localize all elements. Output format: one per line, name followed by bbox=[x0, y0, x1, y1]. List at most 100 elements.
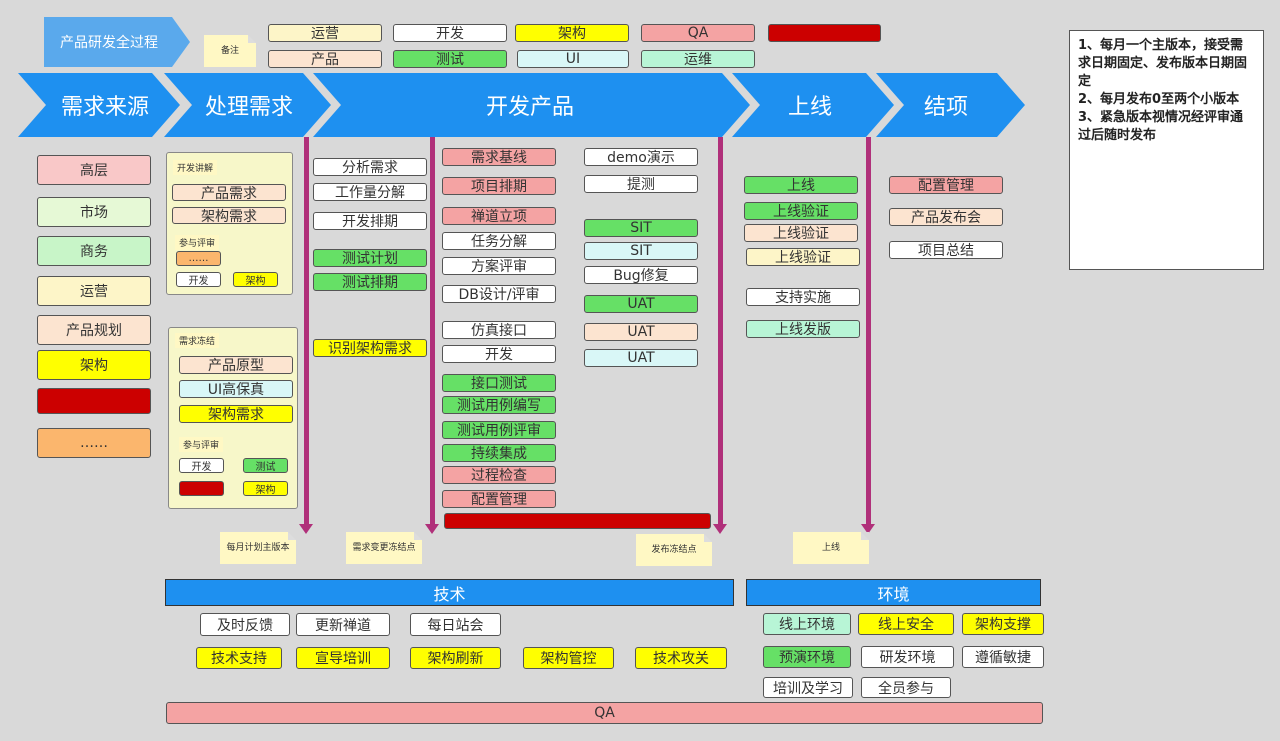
dev-task: 过程检查 bbox=[442, 466, 556, 484]
env-item: 全员参与 bbox=[861, 677, 951, 698]
legend-item bbox=[768, 24, 881, 42]
reviewer-item: 测试 bbox=[243, 458, 288, 473]
dev-task: 方案评审 bbox=[442, 257, 556, 275]
release-rules-notes: 1、每月一个主版本，接受需求日期固定、发布版本日期固定 2、每月发布0至两个小版… bbox=[1069, 30, 1264, 270]
tech-item: 更新禅道 bbox=[296, 613, 390, 636]
note-line: 3、紧急版本视情况经评审通过后随时发布 bbox=[1078, 110, 1244, 143]
dev-task: 仿真接口 bbox=[442, 321, 556, 339]
dev-task: 禅道立项 bbox=[442, 207, 556, 225]
source-item: 产品规划 bbox=[37, 315, 151, 345]
test-task: SIT bbox=[584, 219, 698, 237]
dev-task: 需求基线 bbox=[442, 148, 556, 166]
dev-task: 任务分解 bbox=[442, 232, 556, 250]
milestone-line bbox=[430, 137, 435, 525]
legend-item: QA bbox=[641, 24, 755, 42]
legend-item: 运营 bbox=[268, 24, 382, 42]
milestone-note: 发布冻结点 bbox=[636, 534, 712, 566]
env-item: 培训及学习 bbox=[763, 677, 853, 698]
tech-bar: 技术 bbox=[165, 579, 734, 606]
legend-item: 产品 bbox=[268, 50, 382, 68]
dev-task: 开发 bbox=[442, 345, 556, 363]
note-line: 1、每月一个主版本，接受需求日期固定、发布版本日期固定 bbox=[1078, 38, 1248, 89]
dev-task: 测试排期 bbox=[313, 273, 427, 291]
test-task: Bug修复 bbox=[584, 266, 698, 284]
closing-task: 配置管理 bbox=[889, 176, 1003, 194]
dev-task: 项目排期 bbox=[442, 177, 556, 195]
launch-task: 支持实施 bbox=[746, 288, 860, 306]
milestone-arrowhead bbox=[299, 524, 313, 534]
reviewer-item: 架构 bbox=[243, 481, 288, 496]
legend-item: 运维 bbox=[641, 50, 755, 68]
panel-item: UI高保真 bbox=[179, 380, 293, 398]
env-item: 线上安全 bbox=[858, 613, 954, 635]
panel-tag: 参与评审 bbox=[179, 437, 224, 452]
dev-task: 分析需求 bbox=[313, 158, 427, 176]
tech-item: 及时反馈 bbox=[200, 613, 290, 636]
env-item: 架构支撑 bbox=[962, 613, 1044, 635]
dev-task bbox=[444, 513, 711, 529]
panel-tag: 开发讲解 bbox=[173, 160, 218, 175]
source-item: 市场 bbox=[37, 197, 151, 227]
stage-arrows bbox=[18, 73, 1025, 137]
dev-task: 配置管理 bbox=[442, 490, 556, 508]
source-item: 高层 bbox=[37, 155, 151, 185]
test-task: UAT bbox=[584, 349, 698, 367]
stage-process-demand: 处理需求 bbox=[204, 95, 293, 120]
source-item bbox=[37, 388, 151, 414]
reviewer-item bbox=[179, 481, 224, 496]
milestone-line bbox=[866, 137, 871, 525]
env-item: 研发环境 bbox=[861, 646, 954, 668]
test-task: UAT bbox=[584, 295, 698, 313]
panel-item: 产品原型 bbox=[179, 356, 293, 374]
launch-task: 上线验证 bbox=[744, 202, 858, 220]
reviewer-item: 开发 bbox=[179, 458, 224, 473]
env-item: 遵循敏捷 bbox=[962, 646, 1044, 668]
dev-task: 测试计划 bbox=[313, 249, 427, 267]
qa-bar: QA bbox=[166, 702, 1043, 724]
test-task: UAT bbox=[584, 323, 698, 341]
legend-item: UI bbox=[517, 50, 629, 68]
source-item: 运营 bbox=[37, 276, 151, 306]
dev-task: 持续集成 bbox=[442, 444, 556, 462]
panel-item: 架构需求 bbox=[172, 207, 286, 224]
test-task: 提测 bbox=[584, 175, 698, 193]
reviewer-item: 架构 bbox=[233, 272, 278, 287]
dev-task: DB设计/评审 bbox=[442, 285, 556, 303]
launch-task: 上线验证 bbox=[746, 248, 860, 266]
milestone-line bbox=[304, 137, 309, 525]
tech-item: 技术攻关 bbox=[635, 647, 727, 669]
memo-note: 备注 bbox=[204, 35, 256, 67]
env-item: 预演环境 bbox=[763, 646, 851, 668]
milestone-arrowhead bbox=[425, 524, 439, 534]
dev-task: 识别架构需求 bbox=[313, 339, 427, 357]
title-arrow-shape bbox=[44, 17, 190, 67]
launch-task: 上线 bbox=[744, 176, 858, 194]
source-item: …… bbox=[37, 428, 151, 458]
source-item: 商务 bbox=[37, 236, 151, 266]
page-title: 产品研发全过程 bbox=[60, 35, 158, 51]
note-line: 2、每月发布0至两个小版本 bbox=[1078, 92, 1240, 107]
milestone-note: 需求变更冻结点 bbox=[346, 532, 422, 564]
tech-item: 技术支持 bbox=[196, 647, 282, 669]
dev-task: 测试用例评审 bbox=[442, 421, 556, 439]
stage-develop-product: 开发产品 bbox=[485, 95, 574, 120]
milestone-arrowhead bbox=[861, 524, 875, 534]
env-bar: 环境 bbox=[746, 579, 1041, 606]
panel-item: 产品需求 bbox=[172, 184, 286, 201]
closing-task: 产品发布会 bbox=[889, 208, 1003, 226]
launch-task: 上线验证 bbox=[744, 224, 858, 242]
reviewer-item: …… bbox=[176, 251, 221, 266]
dev-task: 测试用例编写 bbox=[442, 396, 556, 414]
panel-tag: 参与评审 bbox=[175, 235, 220, 250]
milestone-line bbox=[718, 137, 723, 525]
milestone-note: 每月计划主版本 bbox=[220, 532, 296, 564]
launch-task: 上线发版 bbox=[746, 320, 860, 338]
dev-task: 接口测试 bbox=[442, 374, 556, 392]
panel-item: 架构需求 bbox=[179, 405, 293, 423]
milestone-note: 上线 bbox=[793, 532, 869, 564]
test-task: SIT bbox=[584, 242, 698, 260]
env-item: 线上环境 bbox=[763, 613, 851, 635]
test-task: demo演示 bbox=[584, 148, 698, 166]
panel-tag: 需求冻结 bbox=[175, 333, 220, 348]
legend-item: 架构 bbox=[515, 24, 629, 42]
